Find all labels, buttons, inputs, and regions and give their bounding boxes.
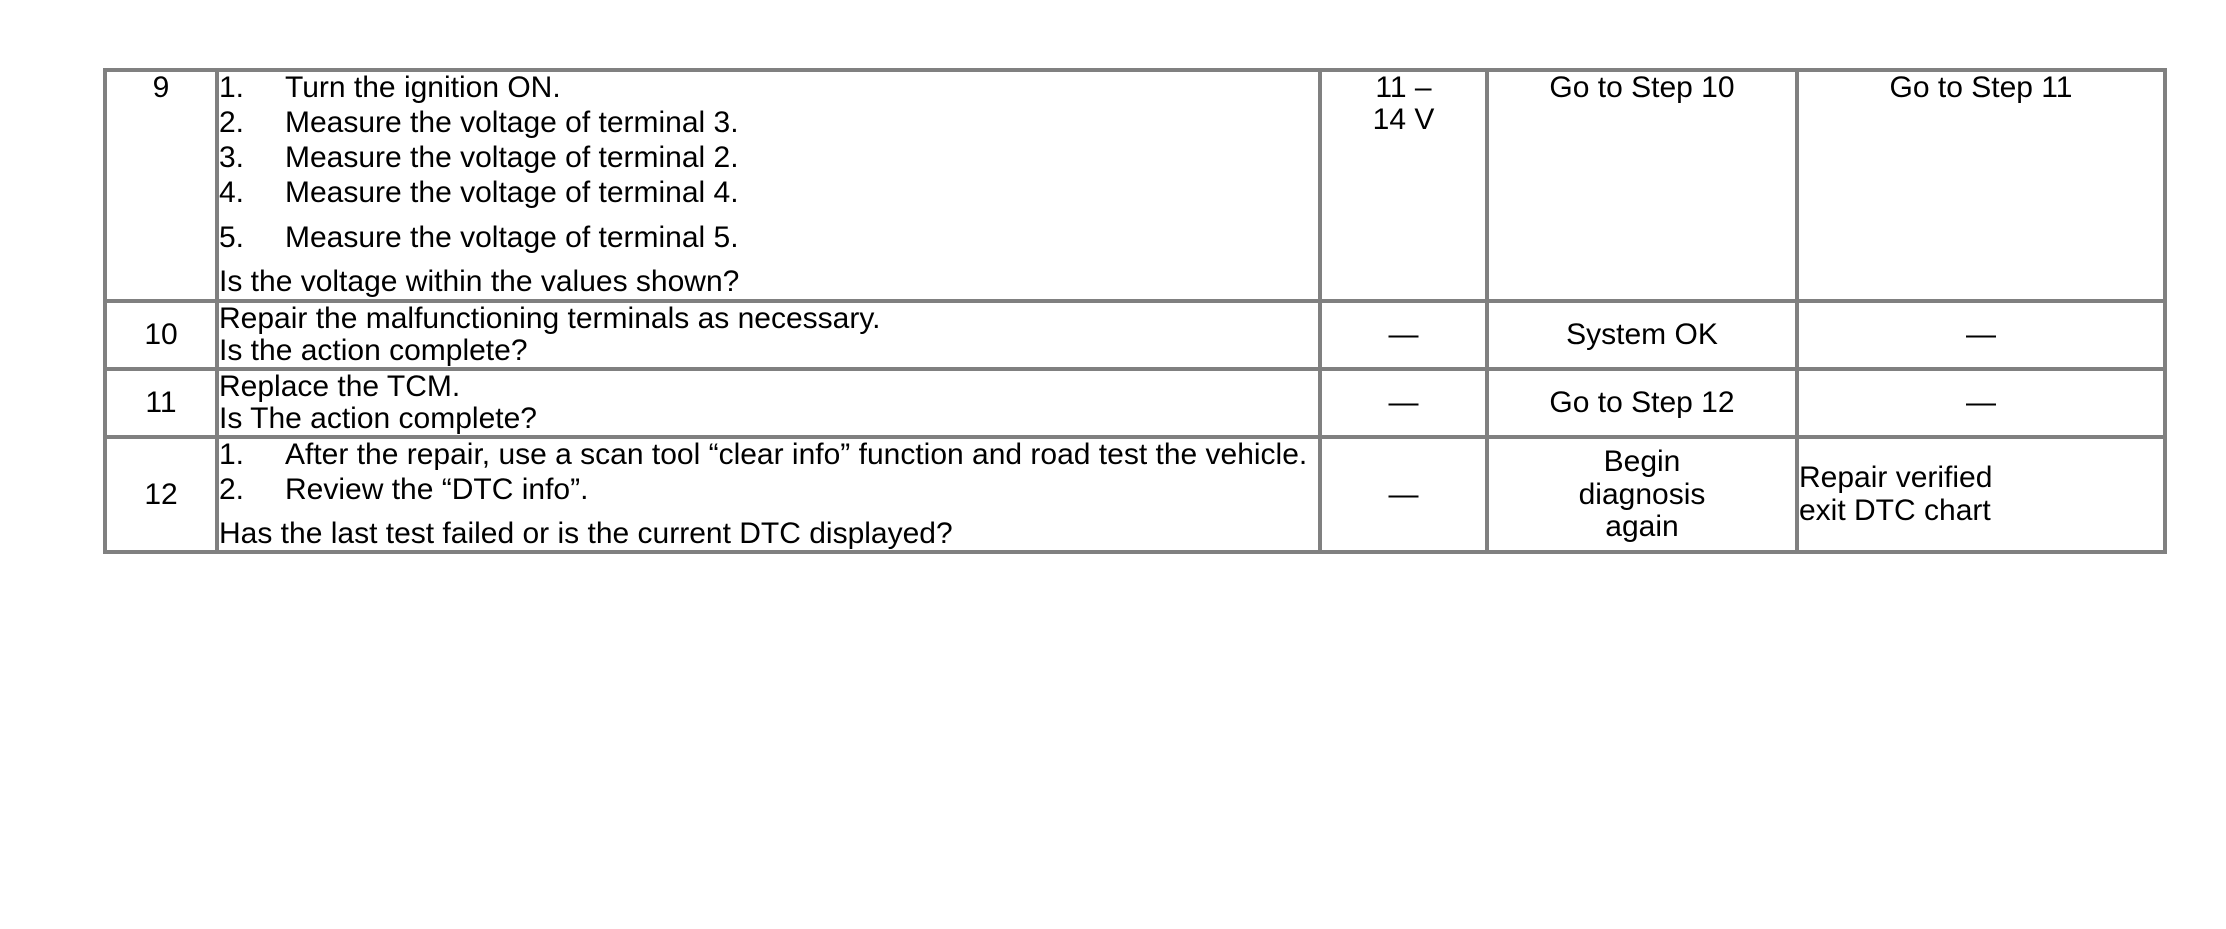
dtc-diagnostic-table: 9 1. Turn the ignition ON. 2. Measure th… <box>103 68 2167 555</box>
list-item-number: 5. <box>219 221 245 255</box>
value-cell: — <box>1318 298 1489 371</box>
list-item-text: Review the “DTC info”. <box>285 473 589 507</box>
table-row: 9 1. Turn the ignition ON. 2. Measure th… <box>103 68 2167 303</box>
table-row: 10 Repair the malfunctioning terminals a… <box>103 298 2167 371</box>
yes-result-cell: System OK <box>1485 298 1799 371</box>
list-item-number: 2. <box>219 106 245 140</box>
table-row: 11 Replace the TCM. Is The action comple… <box>103 366 2167 439</box>
yes-result-cell: Go to Step 10 <box>1485 68 1799 303</box>
yes-result-line: Begin <box>1603 445 1681 479</box>
value-cell: — <box>1318 366 1489 439</box>
value-cell: 11 – 14 V <box>1318 68 1489 303</box>
list-item-text: Measure the voltage of terminal 4. <box>285 176 739 210</box>
no-result-cell: — <box>1795 298 2167 371</box>
list-item: 3. Measure the voltage of terminal 2. <box>219 142 1318 174</box>
list-item-text: Measure the voltage of terminal 3. <box>285 106 739 140</box>
no-result-cell: Go to Step 11 <box>1795 68 2167 303</box>
value-cell: — <box>1318 434 1489 555</box>
list-item-number: 2. <box>219 473 245 507</box>
no-result-cell: Repair verified exit DTC chart <box>1795 434 2167 555</box>
list-item: 1. After the repair, use a scan tool “cl… <box>219 437 1318 471</box>
instruction-question: Is the action complete? <box>219 333 528 367</box>
list-item-text: After the repair, use a scan tool “clear… <box>285 437 1308 471</box>
instruction-question: Is the voltage within the values shown? <box>219 265 740 299</box>
instruction-question: Is The action complete? <box>219 401 537 435</box>
yes-result-line: again <box>1605 509 1679 543</box>
yes-result-line: diagnosis <box>1578 477 1706 511</box>
instruction-question: Has the last test failed or is the curre… <box>219 517 953 551</box>
instruction-line: Repair the malfunctioning terminals as n… <box>219 301 881 335</box>
list-item-text: Measure the voltage of terminal 5. <box>285 221 739 255</box>
instruction-line: Replace the TCM. <box>219 369 461 403</box>
list-item: 1. Turn the ignition ON. <box>219 71 1318 104</box>
list-item: 2. Measure the voltage of terminal 3. <box>219 106 1318 140</box>
list-item: 4. Measure the voltage of terminal 4. <box>219 177 1318 209</box>
step-number-cell: 11 <box>103 366 219 439</box>
value-line: 14 V <box>1372 103 1435 137</box>
list-item-number: 1. <box>219 437 245 471</box>
value-line: 11 – <box>1375 71 1432 104</box>
list-item: 5. Measure the voltage of terminal 5. <box>219 222 1318 254</box>
table-row: 12 1. After the repair, use a scan tool … <box>103 434 2167 555</box>
list-item-text: Turn the ignition ON. <box>285 71 561 104</box>
instruction-cell: 1. After the repair, use a scan tool “cl… <box>215 434 1322 555</box>
list-item-text: Measure the voltage of terminal 2. <box>285 141 739 175</box>
yes-result-cell: Begin diagnosis again <box>1485 434 1799 555</box>
yes-result-cell: Go to Step 12 <box>1485 366 1799 439</box>
list-item-number: 4. <box>219 176 245 210</box>
list-item-number: 3. <box>219 141 245 175</box>
step-number-cell: 9 <box>103 68 219 303</box>
no-result-line: Repair verified <box>1799 461 1993 495</box>
list-item-number: 1. <box>219 71 245 104</box>
no-result-cell: — <box>1795 366 2167 439</box>
list-item: 2. Review the “DTC info”. <box>219 473 1318 507</box>
instruction-list: 1. After the repair, use a scan tool “cl… <box>219 437 1318 507</box>
instruction-cell: Replace the TCM. Is The action complete? <box>215 366 1322 439</box>
instruction-cell: Repair the malfunctioning terminals as n… <box>215 298 1322 371</box>
instruction-cell: 1. Turn the ignition ON. 2. Measure the … <box>215 68 1322 303</box>
step-number-cell: 12 <box>103 434 219 555</box>
instruction-list: 1. Turn the ignition ON. 2. Measure the … <box>219 71 1318 254</box>
step-number-cell: 10 <box>103 298 219 371</box>
no-result-line: exit DTC chart <box>1799 493 1991 527</box>
